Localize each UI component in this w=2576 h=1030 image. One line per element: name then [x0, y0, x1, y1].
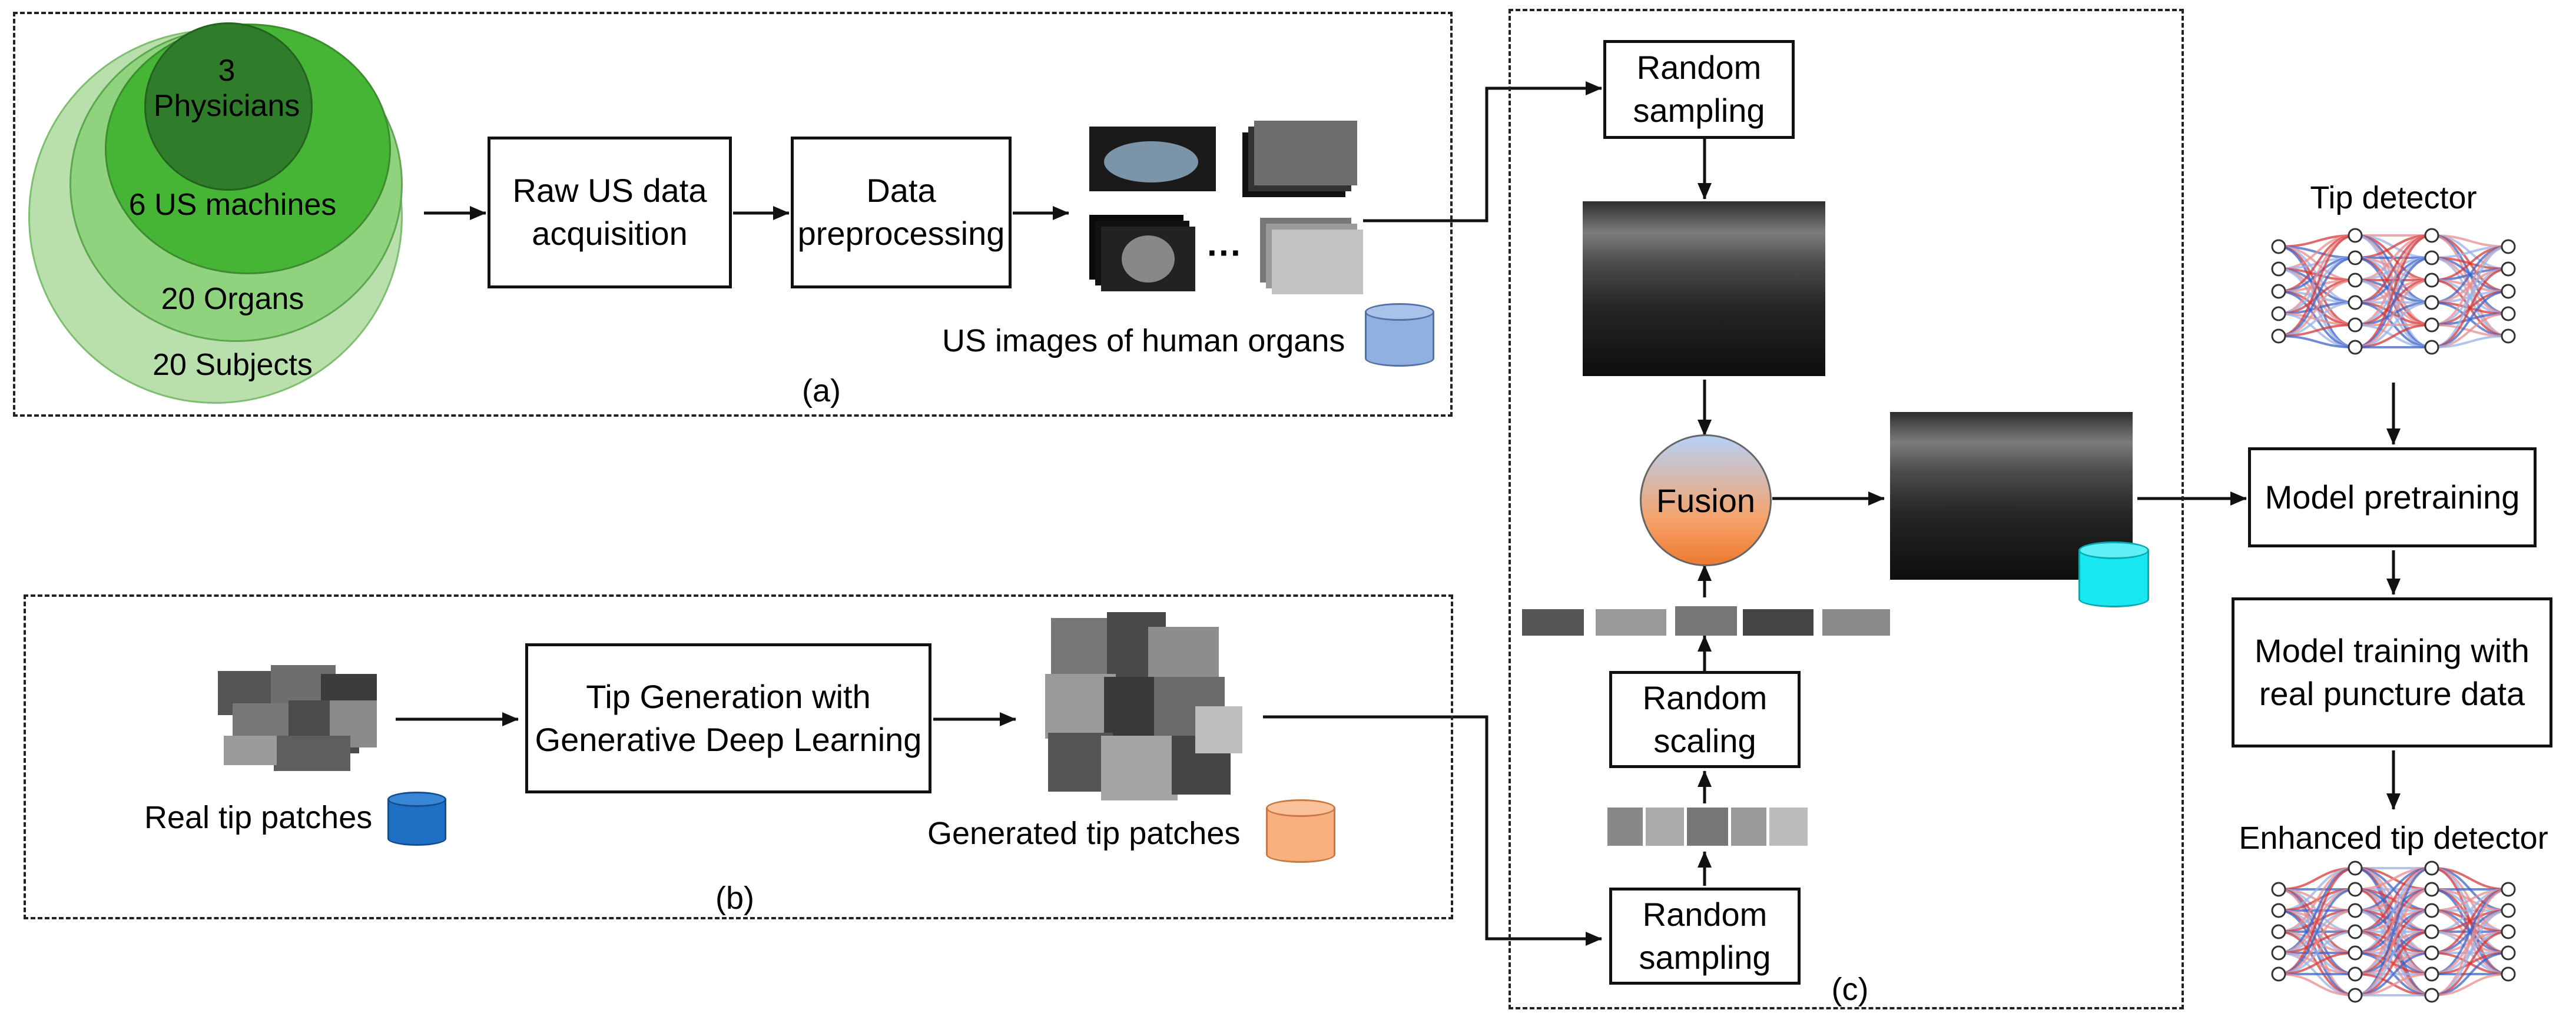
tip-detector-title: Tip detector [2310, 180, 2477, 215]
panel-b-label: (b) [715, 881, 754, 916]
network-node [2348, 295, 2363, 310]
network-edge [2355, 888, 2432, 996]
network-node [2348, 340, 2363, 355]
us-image-thumbnails [1089, 121, 1363, 294]
network-node [2348, 860, 2363, 876]
network-node [2271, 882, 2286, 897]
network-node [2424, 228, 2439, 243]
network-node [2424, 273, 2439, 288]
network-node [2501, 261, 2516, 277]
network-node [2348, 228, 2363, 243]
random-scaling-box: Random scaling [1609, 671, 1801, 768]
real-tip-database-icon [387, 792, 446, 850]
sampled-us-image [1583, 201, 1825, 376]
us-images-caption: US images of human organs [942, 323, 1345, 358]
network-node [2501, 924, 2516, 939]
panel-c-label: (c) [1831, 972, 1869, 1007]
network-edge [2355, 234, 2432, 348]
network-node [2348, 966, 2363, 982]
network-edge [2278, 973, 2356, 996]
network-edge [2431, 888, 2509, 996]
network-node [2424, 860, 2439, 876]
fusion-node: Fusion [1640, 434, 1772, 566]
network-node [2271, 261, 2286, 277]
network-node [2348, 945, 2363, 961]
network-node [2501, 328, 2516, 344]
generated-patch-stack [1045, 612, 1242, 800]
network-node [2348, 988, 2363, 1003]
data-preprocessing-box: Data preprocessing [791, 137, 1012, 288]
network-node [2271, 903, 2286, 918]
network-node [2501, 903, 2516, 918]
network-node [2424, 340, 2439, 355]
raw-us-data-acquisition-box: Raw US data acquisition [488, 137, 732, 288]
generated-tip-database-icon [1266, 799, 1335, 869]
network-edge [2431, 335, 2509, 348]
panel-a-frame [13, 12, 1453, 417]
machines-label: 6 US machines [128, 188, 337, 222]
network-node [2501, 284, 2516, 299]
network-node [2501, 239, 2516, 254]
ellipsis: ··· [1207, 233, 1242, 273]
organs-label: 20 Organs [161, 282, 304, 316]
network-node [2424, 882, 2439, 897]
network-node [2271, 945, 2286, 961]
subjects-label: 20 Subjects [152, 348, 313, 382]
network-node [2348, 273, 2363, 288]
network-node [2271, 239, 2286, 254]
network-node [2501, 306, 2516, 321]
network-edge [2278, 335, 2356, 348]
network-node [2424, 295, 2439, 310]
network-node [2271, 284, 2286, 299]
scaled-patch-strip [1522, 606, 1890, 636]
network-node [2348, 882, 2363, 897]
arrow-images-to-sampling [1363, 81, 1602, 222]
network-edge [2278, 867, 2356, 975]
network-node [2348, 903, 2363, 918]
network-node [2348, 317, 2363, 333]
network-node [2348, 250, 2363, 265]
network-node [2348, 924, 2363, 939]
random-sampling-bottom-box: Random sampling [1609, 888, 1801, 985]
real-patch-stack [218, 665, 377, 771]
network-node [2424, 250, 2439, 265]
network-node [2424, 924, 2439, 939]
tip-generation-box: Tip Generation with Generative Deep Lear… [525, 643, 931, 793]
network-node [2501, 882, 2516, 897]
enhanced-tip-detector-title: Enhanced tip detector [2239, 820, 2548, 856]
tip-detector-network [2271, 228, 2516, 355]
network-node [2424, 317, 2439, 333]
network-edge [2431, 973, 2509, 996]
network-node [2271, 328, 2286, 344]
random-sampling-top-box: Random sampling [1603, 40, 1795, 139]
sampled-patch-strip [1607, 808, 1808, 846]
network-node [2424, 966, 2439, 982]
fused-database-icon [2078, 541, 2149, 615]
panel-c-frame [1509, 9, 2184, 1009]
physicians-circle [144, 22, 313, 191]
network-node [2271, 966, 2286, 982]
network-node [2424, 903, 2439, 918]
network-node [2501, 966, 2516, 982]
real-tip-patches-caption: Real tip patches [144, 800, 373, 835]
us-images-database-icon [1365, 303, 1434, 374]
panel-b-frame [24, 594, 1453, 919]
generated-tip-patches-caption: Generated tip patches [927, 816, 1241, 851]
network-node [2424, 988, 2439, 1003]
enhanced-detector-network [2271, 860, 2516, 1003]
network-node [2501, 945, 2516, 961]
arrow-patches-to-sampling [1263, 715, 1602, 946]
network-node [2271, 924, 2286, 939]
panel-a-label: (a) [802, 373, 841, 408]
model-training-box: Model training with real puncture data [2232, 597, 2552, 747]
network-node [2271, 306, 2286, 321]
physicians-label: 3 Physicians [153, 54, 300, 123]
model-pretraining-box: Model pretraining [2248, 447, 2537, 547]
network-node [2424, 945, 2439, 961]
network-edge [2355, 867, 2432, 975]
